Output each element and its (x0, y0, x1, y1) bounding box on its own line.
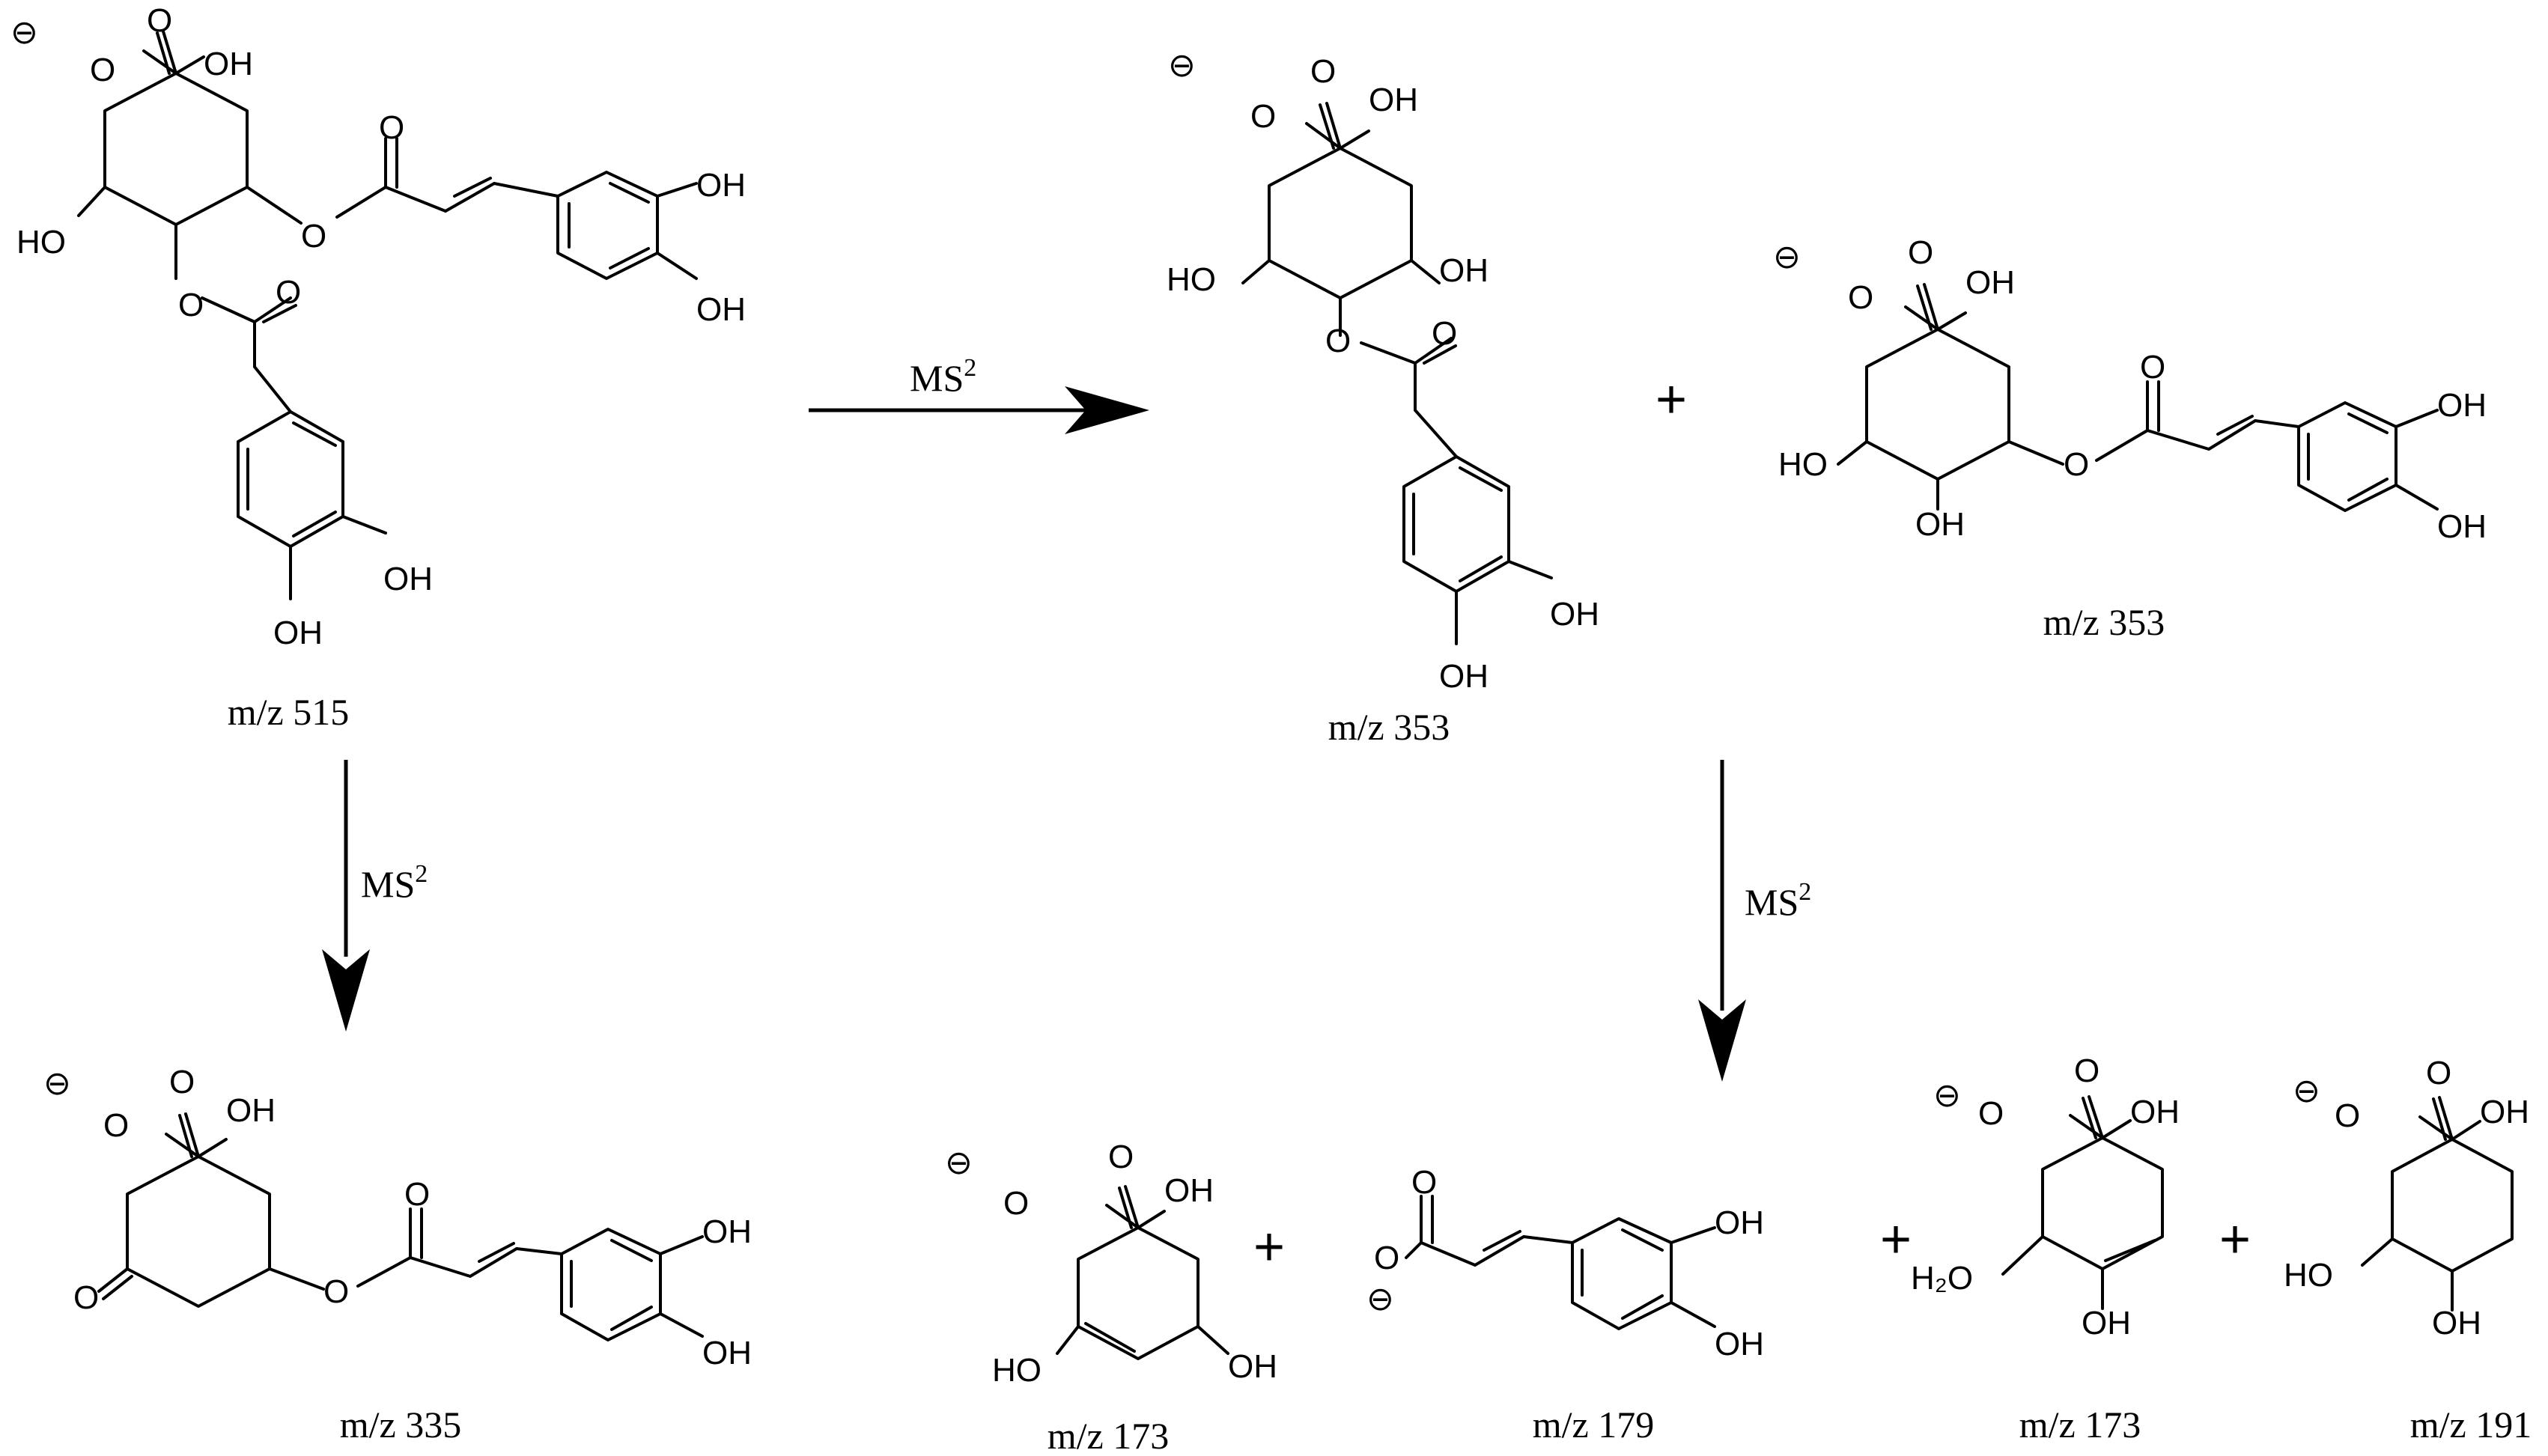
frag353b-ester-o: O (2064, 446, 2089, 483)
precursor-oh-ring-a2: OH (696, 291, 746, 328)
frag353a-ho-3: HO (1167, 261, 1216, 298)
frag179-mz-label: m/z 179 (1533, 1404, 1654, 1446)
frag173b-oh-1: OH (2130, 1094, 2180, 1130)
frag353b-carboxylate-o: O (1848, 279, 1873, 316)
frag353b-oh-1: OH (1965, 264, 2015, 301)
precursor-charge: ⊖ (10, 13, 38, 52)
precursor-carbonyl-o: O (147, 2, 172, 39)
frag173a-carboxylate-o: O (1003, 1185, 1029, 1222)
frag353a-carboxylate-o: O (1250, 98, 1276, 135)
frag191-oh: OH (2432, 1305, 2481, 1341)
frag353a-mz-label: m/z 353 (1328, 706, 1450, 748)
frag191-charge: ⊖ (2293, 1072, 2320, 1110)
frag335-charge: ⊖ (43, 1064, 71, 1103)
frag173b-water: H₂O (1911, 1260, 1973, 1297)
fragment-179: O O ⊖ OH OH m/z 179 (1366, 1164, 1764, 1446)
frag191-ho: HO (2284, 1257, 2333, 1294)
precursor-oh-1: OH (204, 46, 253, 82)
precursor-oh-ring-a: OH (696, 167, 746, 204)
fragment-173-a: ⊖ O O OH HO OH m/z 173 (945, 1139, 1277, 1456)
frag335-keto-o: O (73, 1279, 99, 1316)
frag353a-oh-ring: OH (1550, 596, 1599, 633)
precursor-oh-ring-b2: OH (273, 615, 323, 651)
frag353b-oh-ring: OH (2437, 387, 2487, 424)
frag173b-carboxylate-o: O (1978, 1095, 2004, 1132)
frag191-oh-1: OH (2480, 1094, 2529, 1130)
fragment-353-b: ⊖ O O OH HO OH O O OH OH m/z 353 (1773, 234, 2487, 643)
precursor-ho-3: HO (16, 224, 66, 261)
frag353a-carbonyl-o-ester: O (1432, 315, 1457, 352)
fragment-335: ⊖ O O OH O O O OH OH m/z 335 (43, 1064, 752, 1446)
frag353b-mz-label: m/z 353 (2043, 601, 2165, 643)
precursor-mz-label: m/z 515 (228, 691, 349, 733)
frag173a-carbonyl-o: O (1108, 1139, 1134, 1175)
frag353a-oh-5: OH (1439, 252, 1489, 289)
frag335-carbonyl-o-ester: O (404, 1176, 430, 1213)
precursor-oh-ring-b: OH (383, 561, 433, 597)
frag335-mz-label: m/z 335 (340, 1404, 461, 1446)
frag173a-ho: HO (992, 1352, 1042, 1389)
plus-sign-2: + (1253, 1217, 1285, 1277)
frag173b-mz-label: m/z 173 (2019, 1404, 2141, 1446)
precursor-carboxylate-o: O (90, 52, 115, 88)
frag335-ester-o: O (323, 1273, 349, 1310)
frag335-oh-ring: OH (702, 1213, 752, 1250)
precursor-ester-o-4: O (178, 287, 204, 323)
frag191-carboxylate-o: O (2335, 1097, 2360, 1134)
frag353b-oh-ring2: OH (2437, 508, 2487, 545)
frag353a-oh-ring2: OH (1439, 658, 1489, 695)
frag353a-charge: ⊖ (1168, 46, 1196, 85)
precursor-carbonyl-o-4: O (276, 274, 301, 311)
plus-sign-3: + (1880, 1210, 1912, 1270)
frag353a-oh-1: OH (1369, 82, 1418, 118)
arrow3-label: MS2 (1745, 878, 1811, 923)
frag353b-ho-3: HO (1778, 446, 1828, 483)
frag173b-charge: ⊖ (1933, 1076, 1961, 1115)
fragment-191: ⊖ O O OH HO OH m/z 191 (2284, 1055, 2532, 1446)
arrow2-label: MS2 (361, 860, 428, 905)
frag353b-carbonyl-o-ester: O (2140, 349, 2165, 386)
precursor-molecule: ⊖ O O OH HO O O OH OH O O OH OH m/z 515 (10, 2, 746, 733)
frag353a-carbonyl-o: O (1310, 53, 1336, 90)
arrow1-label: MS2 (910, 354, 976, 399)
frag173b-carbonyl-o: O (2074, 1053, 2099, 1089)
frag335-oh-1: OH (226, 1092, 276, 1129)
frag179-carbonyl-o: O (1411, 1164, 1437, 1201)
frag179-oh-2: OH (1715, 1326, 1764, 1362)
fragment-173-b: ⊖ O O OH H₂O OH m/z 173 (1911, 1053, 2180, 1446)
plus-sign-1: + (1655, 370, 1687, 430)
precursor-carbonyl-o-5: O (379, 109, 404, 146)
frag353b-oh-4: OH (1915, 506, 1965, 543)
frag353b-charge: ⊖ (1773, 238, 1801, 276)
arrow-ms2-horizontal: MS2 (809, 354, 1149, 434)
frag173a-mz-label: m/z 173 (1048, 1415, 1169, 1456)
frag191-carbonyl-o: O (2426, 1055, 2451, 1091)
frag173a-oh-1: OH (1164, 1172, 1214, 1209)
frag191-mz-label: m/z 191 (2410, 1404, 2532, 1446)
frag179-oh-1: OH (1715, 1204, 1764, 1241)
fragment-353-a: ⊖ O O OH HO OH O O OH OH m/z 353 (1167, 46, 1599, 748)
frag179-carboxylate-o: O (1374, 1240, 1399, 1276)
frag335-oh-ring2: OH (702, 1335, 752, 1371)
precursor-ester-o-5: O (301, 218, 326, 255)
frag335-carboxylate-o: O (103, 1107, 129, 1144)
arrow-ms2-left-down: MS2 (322, 760, 428, 1032)
frag353b-carbonyl-o: O (1908, 234, 1933, 271)
frag353a-ester-o: O (1325, 323, 1351, 359)
frag179-charge: ⊖ (1366, 1280, 1394, 1318)
plus-sign-4: + (2219, 1210, 2251, 1270)
frag173a-charge: ⊖ (945, 1144, 973, 1182)
frag173b-oh: OH (2082, 1305, 2131, 1341)
arrow-ms2-right-down: MS2 (1698, 760, 1811, 1082)
frag335-carbonyl-o: O (169, 1064, 195, 1100)
frag173a-oh: OH (1228, 1348, 1277, 1385)
